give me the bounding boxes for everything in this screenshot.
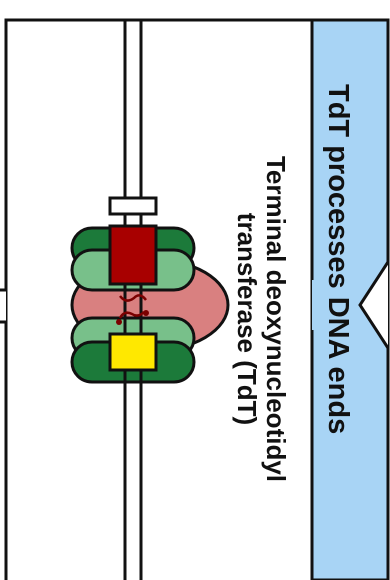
enzyme-label: Terminal deoxynucleotidyl transferase (T… [232, 84, 291, 554]
header-title: TdT processes DNA ends [322, 84, 354, 435]
frame-left-tab-mask [0, 290, 6, 322]
frame-top-line [4, 18, 312, 580]
enzyme-label-line1: Terminal deoxynucleotidyl [261, 155, 291, 483]
dna-end-cap [108, 196, 158, 216]
enzyme-label-line2: transferase (TdT) [232, 212, 262, 426]
band-arrow-outline [358, 261, 390, 349]
yellow-nucleotide-block [108, 332, 158, 372]
core-dot-left [116, 319, 122, 325]
core-dot-right [143, 310, 149, 316]
core-curl-lower [118, 311, 145, 319]
red-nucleotide-block [108, 224, 158, 286]
core-curl-upper [119, 294, 147, 302]
